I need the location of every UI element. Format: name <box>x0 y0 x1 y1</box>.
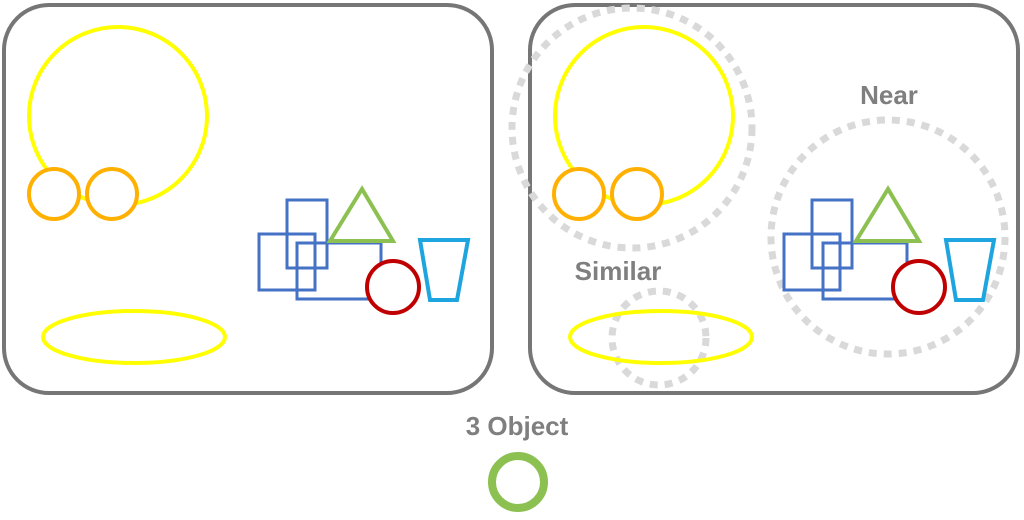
orange-circle-left <box>552 167 606 221</box>
dashed-group-circle-near <box>767 116 1009 358</box>
blue-square-left <box>782 232 842 292</box>
panel-frame <box>528 3 1020 395</box>
orange-circle-right <box>85 167 139 221</box>
scene-panel-right: Near Similar <box>508 3 1020 395</box>
yellow-ellipse <box>568 309 754 365</box>
panel-frame <box>2 3 494 395</box>
cyan-cup <box>943 238 997 302</box>
green-triangle <box>852 185 923 243</box>
near-label: Near <box>860 80 918 110</box>
orange-circle-left <box>27 167 81 221</box>
dashed-group-circle-similar <box>608 287 710 389</box>
dashed-group-circle-large <box>508 4 756 252</box>
red-circle <box>365 259 421 315</box>
blue-square-left <box>257 232 317 292</box>
red-circle <box>891 259 947 315</box>
object-count-legend: 3 Object <box>466 411 569 512</box>
scene-panel-left <box>2 3 494 395</box>
green-circle-icon <box>488 452 548 512</box>
green-triangle <box>326 185 397 243</box>
similar-label: Similar <box>575 256 662 286</box>
object-count-label: 3 Object <box>466 411 569 441</box>
orange-circle-right <box>610 167 664 221</box>
yellow-ellipse <box>41 309 227 365</box>
cyan-cup <box>417 238 471 302</box>
